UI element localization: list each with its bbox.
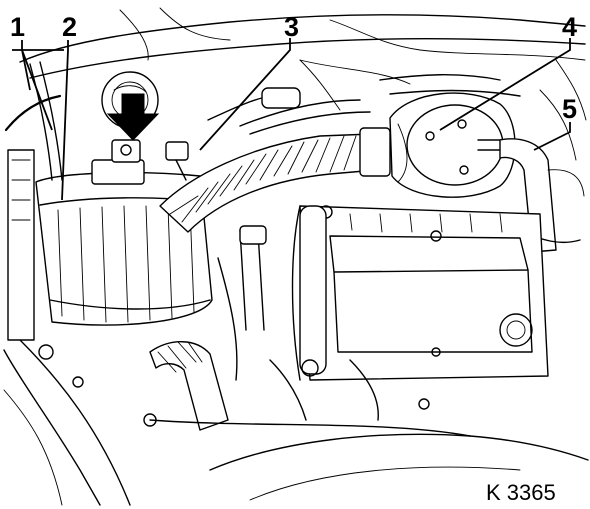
- callout-4: 4: [562, 12, 577, 42]
- callout-1: 1: [10, 12, 25, 42]
- engine-bay-background: [3, 7, 589, 506]
- callout-5: 5: [562, 94, 577, 124]
- lower-hoses: [38, 225, 471, 437]
- crankcase-breather-hose: [499, 138, 585, 253]
- figure-reference-code: K 3365: [486, 480, 556, 505]
- wiring-harness: [29, 59, 587, 181]
- engine-cylinder-head: [291, 205, 549, 381]
- callout-leaders: [12, 38, 571, 201]
- callout-3: 3: [284, 12, 299, 42]
- down-arrow-icon: [106, 93, 160, 141]
- air-intake-hose: [159, 87, 391, 233]
- air-resonator: [389, 92, 516, 198]
- callout-2: 2: [62, 12, 77, 42]
